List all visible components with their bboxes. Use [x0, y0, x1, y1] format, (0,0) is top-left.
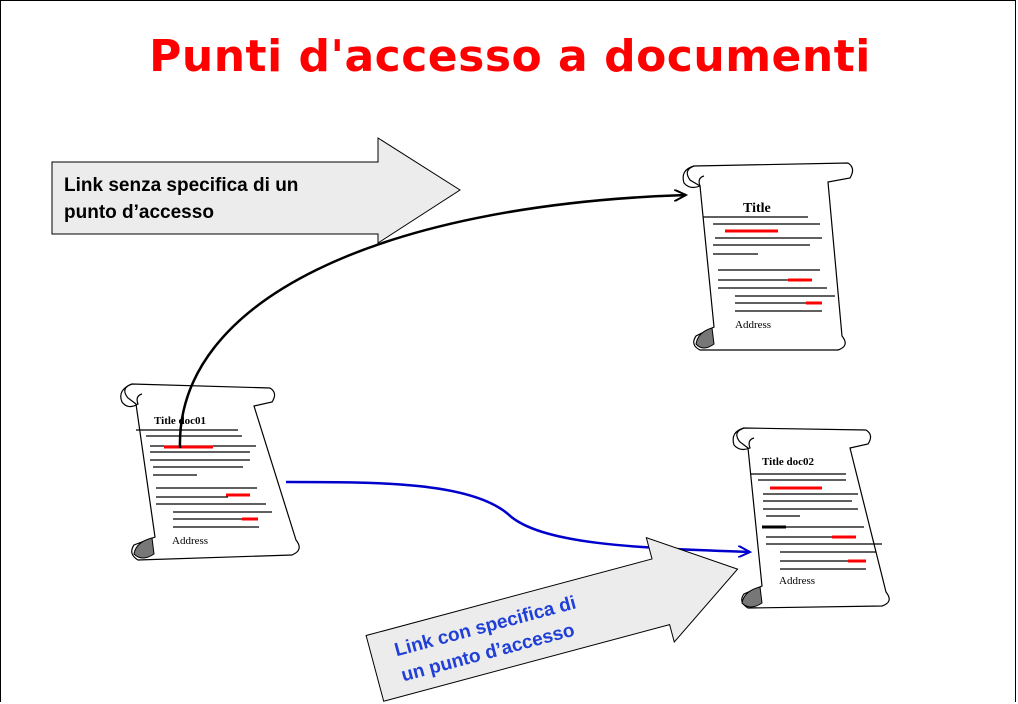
scroll-curl-top — [732, 427, 755, 451]
callout-arrow-no-anchor: Link senza specifica di un punto d’acces… — [51, 137, 461, 244]
doc-title: Title doc02 — [762, 456, 815, 468]
callout-top-line2: punto d’accesso — [64, 202, 214, 223]
scroll-curl-top — [682, 165, 705, 189]
scroll-curl-bottom — [133, 537, 155, 559]
highlight-lines — [762, 486, 866, 563]
highlight-lines — [725, 229, 822, 305]
slide-title: Punti d'accesso a documenti — [149, 31, 871, 82]
callout-arrow-with-anchor: Link con specifica di un punto d’accesso — [365, 536, 739, 702]
scroll-curl-bottom — [695, 327, 715, 349]
text-lines — [750, 473, 882, 570]
callout-top-line1: Link senza specifica di un — [64, 175, 298, 196]
doc-footer: Address — [735, 319, 771, 331]
doc-footer: Address — [779, 575, 815, 587]
document-top-right: Title Address — [682, 162, 854, 351]
link-no-anchor-arrow — [178, 195, 686, 449]
link-with-anchor-arrow — [285, 480, 750, 552]
highlight-lines — [164, 445, 258, 521]
scroll-curl-bottom — [741, 586, 763, 608]
document-bottom-right: Title doc02 Address — [732, 427, 890, 609]
scroll-curl-top — [120, 383, 143, 408]
doc-title: Title — [743, 201, 771, 216]
doc-title: Title doc01 — [154, 415, 206, 427]
doc-footer: Address — [172, 535, 208, 547]
document-left: Title doc01 Address — [120, 383, 300, 561]
scroll-outline — [124, 383, 300, 561]
text-lines — [703, 216, 835, 312]
